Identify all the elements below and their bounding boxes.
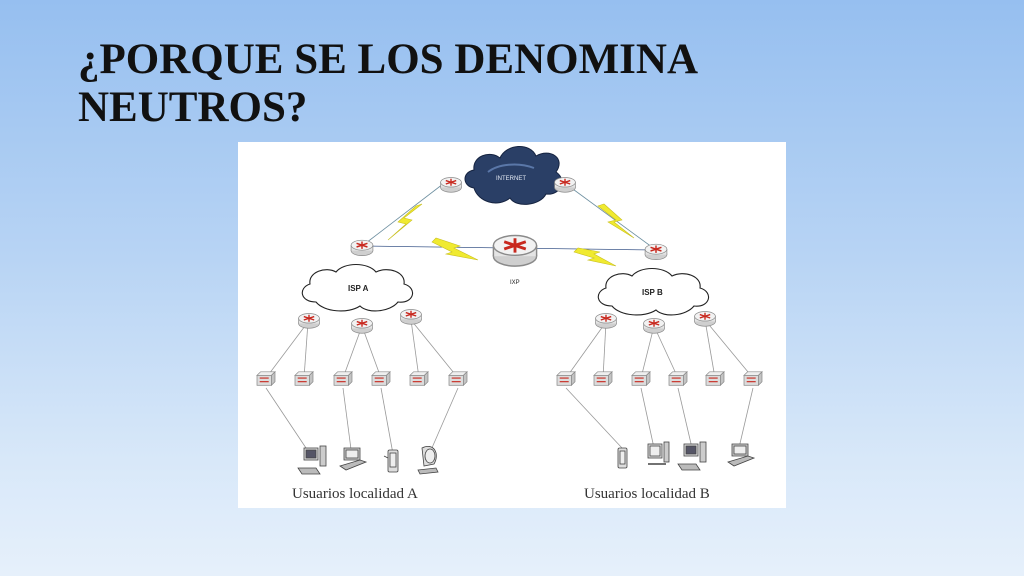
internet-cloud: INTERNET — [464, 146, 563, 205]
caption-users-b: Usuarios localidad B — [584, 486, 710, 502]
bolt-core-b — [597, 203, 635, 239]
ixp-label: IXP — [510, 280, 520, 286]
router-isp-a-2 — [350, 317, 374, 334]
isp-b-cloud: ISP B — [597, 267, 710, 316]
switch-b-1 — [556, 371, 576, 386]
router-isp-b-3 — [693, 310, 717, 327]
isp-a-label: ISP A — [348, 284, 369, 293]
router-internet-right — [553, 176, 577, 193]
title-line-1: ¿PORQUE SE LOS DENOMINA — [78, 36, 698, 83]
switch-b-5 — [705, 371, 725, 386]
router-isp-a-edge — [350, 239, 374, 257]
switch-a-1 — [256, 371, 276, 386]
imac-icon — [417, 446, 439, 475]
smartphone-b-icon — [617, 447, 628, 469]
internet-label: INTERNET — [496, 176, 526, 182]
router-isp-a-1 — [297, 312, 321, 329]
wireless-link-bolts — [387, 203, 635, 267]
desktop-pc-b-icon — [677, 441, 707, 471]
network-links — [265, 183, 754, 458]
isp-a-cloud: ISP A — [301, 263, 414, 312]
switch-a-5 — [409, 371, 429, 386]
desktop-pc-icon — [297, 445, 327, 475]
router-isp-b-2 — [642, 317, 666, 334]
switch-a-3 — [333, 371, 353, 386]
smartphone-icon — [383, 449, 399, 473]
laptop-icon — [339, 447, 368, 471]
bolt-ixp-a — [431, 237, 479, 261]
switch-b-6 — [743, 371, 763, 386]
desktop-monitor-icon — [647, 441, 670, 465]
router-isp-b-edge — [644, 243, 668, 261]
slide-title: ¿PORQUE SE LOS DENOMINA NEUTROS? — [78, 36, 878, 132]
bolt-core-a — [387, 203, 423, 241]
network-diagram: INTERNET IXP ISP A ISP B — [238, 142, 786, 508]
isp-b-label: ISP B — [642, 288, 663, 297]
bolt-ixp-b — [573, 247, 617, 267]
switch-a-4 — [371, 371, 391, 386]
switch-b-4 — [668, 371, 688, 386]
router-isp-b-1 — [594, 312, 618, 329]
switch-a-2 — [294, 371, 314, 386]
caption-users-a: Usuarios localidad A — [292, 486, 418, 502]
title-line-2: NEUTROS? — [78, 84, 308, 131]
laptop-b-icon — [727, 443, 756, 467]
router-internet-left — [439, 176, 463, 193]
switch-b-2 — [593, 371, 613, 386]
switch-a-6 — [448, 371, 468, 386]
router-ixp — [491, 233, 539, 268]
router-isp-a-3 — [399, 308, 423, 325]
switch-b-3 — [631, 371, 651, 386]
